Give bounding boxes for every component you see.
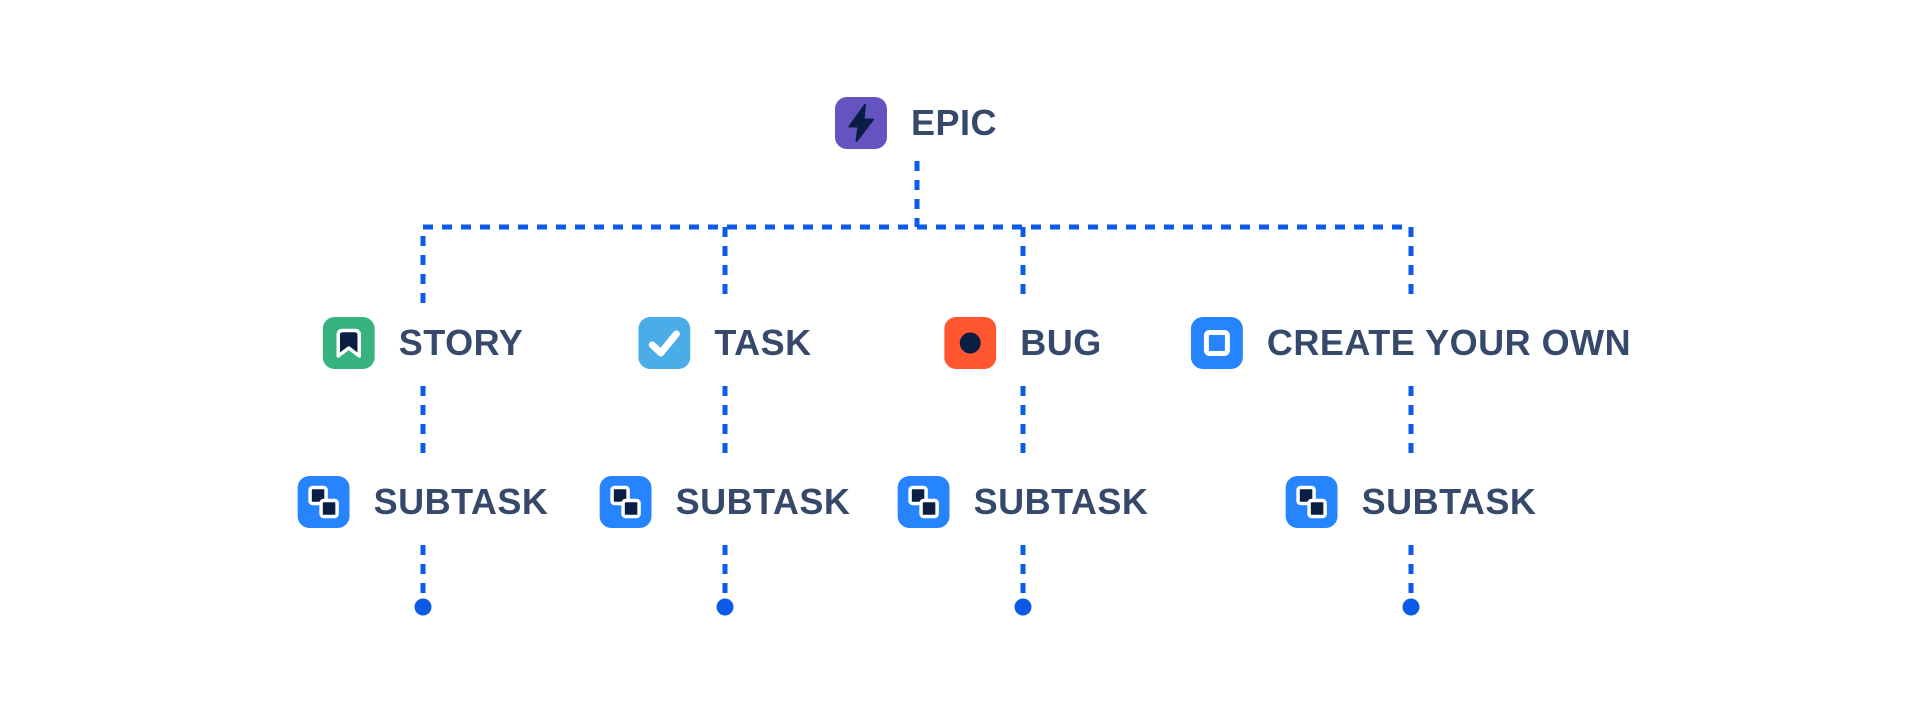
node-task: TASK xyxy=(638,317,811,369)
node-create-your-own: CREATE YOUR OWN xyxy=(1190,317,1632,369)
node-subtask-task: SUBTASK xyxy=(599,476,851,528)
node-subtask-story: SUBTASK xyxy=(297,476,549,528)
node-bug: BUG xyxy=(944,317,1102,369)
node-label-subtask: SUBTASK xyxy=(675,481,851,522)
node-label-subtask: SUBTASK xyxy=(1361,481,1537,522)
node-label-subtask: SUBTASK xyxy=(973,481,1149,522)
node-label-subtask: SUBTASK xyxy=(373,481,549,522)
terminal-dot xyxy=(1402,598,1420,616)
node-label-create-your-own: CREATE YOUR OWN xyxy=(1266,322,1632,363)
task-check-icon xyxy=(638,317,691,369)
node-subtask-create: SUBTASK xyxy=(1285,476,1537,528)
subtask-icon xyxy=(1285,476,1338,528)
rail-connector xyxy=(420,224,1414,303)
node-label-story: STORY xyxy=(398,322,524,363)
node-label-epic: EPIC xyxy=(910,102,998,143)
node-story: STORY xyxy=(322,317,524,369)
story-bookmark-icon xyxy=(322,317,375,369)
subtask-icon xyxy=(897,476,950,528)
node-label-bug: BUG xyxy=(1020,322,1102,363)
terminal-dot xyxy=(414,598,432,616)
terminal-dot xyxy=(1014,598,1032,616)
create-your-own-square-icon xyxy=(1190,317,1243,369)
bug-circle-icon xyxy=(944,317,997,369)
terminal-dot xyxy=(716,598,734,616)
node-subtask-bug: SUBTASK xyxy=(897,476,1149,528)
subtask-icon xyxy=(297,476,350,528)
subtask-icon xyxy=(599,476,652,528)
node-label-task: TASK xyxy=(714,322,812,363)
epic-bolt-icon xyxy=(834,97,887,149)
node-epic: EPIC xyxy=(834,97,998,149)
